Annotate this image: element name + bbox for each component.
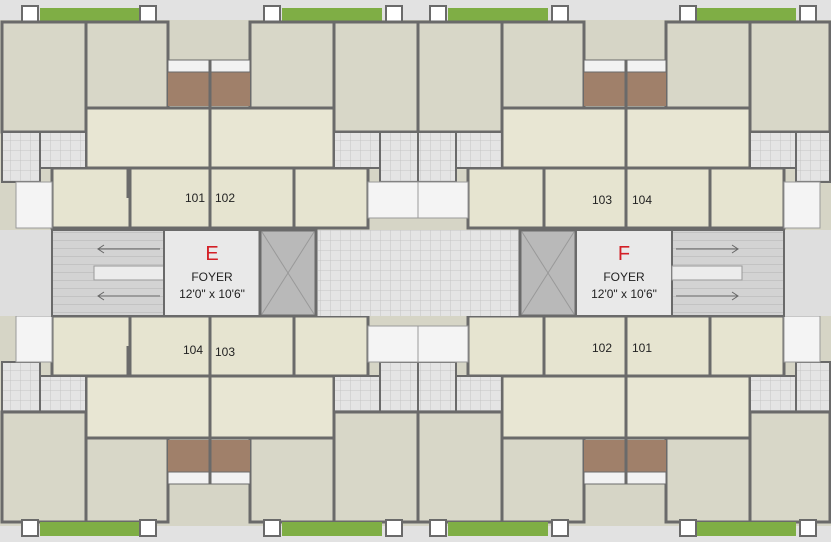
- foyer-size-e: 12'0" x 10'6": [179, 287, 245, 301]
- foyer-e: [163, 229, 261, 317]
- foyer-size-f: 12'0" x 10'6": [591, 287, 657, 301]
- balcony-green: [282, 522, 382, 536]
- top-row-units: [0, 5, 831, 230]
- unit-number-f-top-right: 104: [632, 193, 652, 207]
- unit-number-e-top-left: 101: [185, 191, 205, 205]
- unit-number-f-top-left: 103: [592, 193, 612, 207]
- core-e: [51, 228, 318, 318]
- balcony-green: [40, 8, 140, 22]
- unit-number-e-bottom-right: 103: [215, 345, 235, 359]
- balcony-green: [448, 522, 548, 536]
- unit-number-f-bottom-right: 101: [632, 341, 652, 355]
- unit-number-f-bottom-left: 102: [592, 341, 612, 355]
- block-letter-f: F: [618, 243, 630, 265]
- balcony-green: [696, 522, 796, 536]
- foyer-f: [575, 229, 673, 317]
- bottom-row-units: [0, 314, 831, 537]
- foyer-label-f: FOYER: [603, 270, 645, 284]
- core-f: [518, 228, 785, 318]
- balcony-green: [448, 8, 548, 22]
- block-letter-e: E: [205, 243, 218, 265]
- balcony-green: [40, 522, 140, 536]
- balcony-green: [282, 8, 382, 22]
- balcony-green: [696, 8, 796, 22]
- unit-number-e-top-right: 102: [215, 191, 235, 205]
- unit-number-e-bottom-left: 104: [183, 343, 203, 357]
- open-courtyard: [318, 230, 518, 316]
- foyer-label-e: FOYER: [191, 270, 233, 284]
